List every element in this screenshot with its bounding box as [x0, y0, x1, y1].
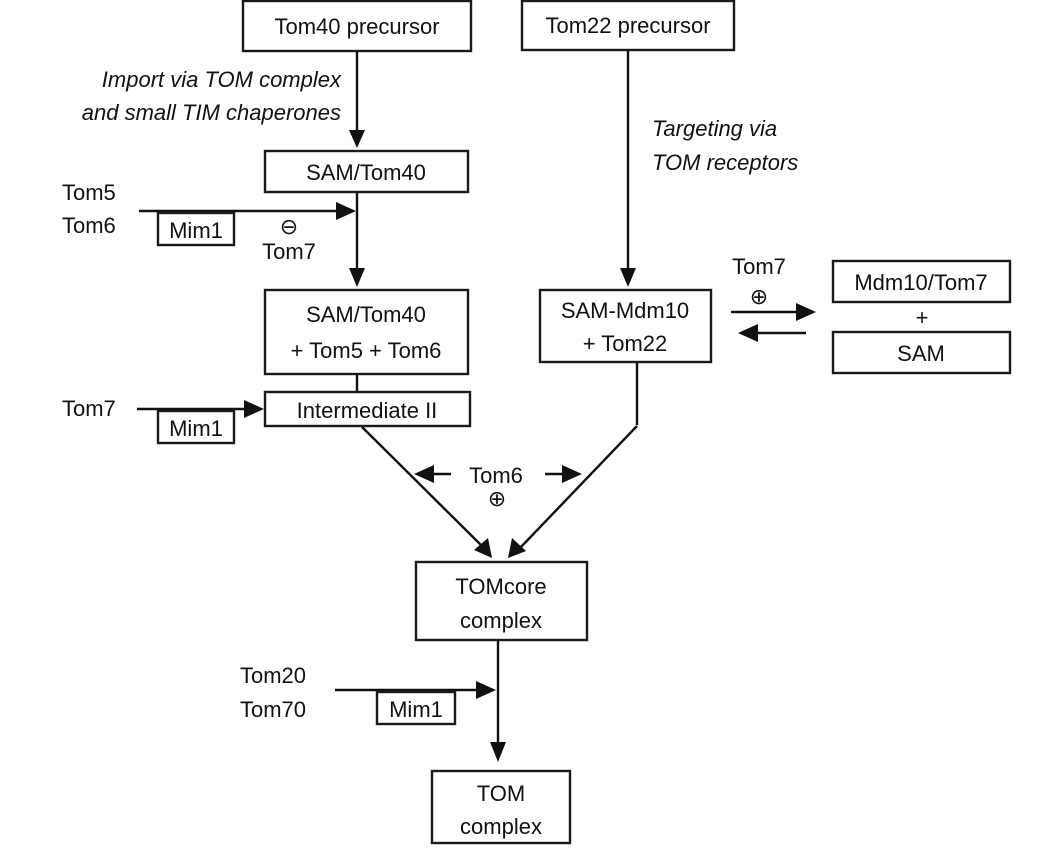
- arrowhead: [349, 268, 365, 287]
- annotation-line: Targeting via: [652, 116, 777, 141]
- node-label: TOM: [477, 781, 525, 806]
- arrowhead: [349, 130, 365, 148]
- node-mdm10-tom7: Mdm10/Tom7: [831, 259, 1012, 304]
- annotation-line: and small TIM chaperones: [82, 100, 341, 125]
- annotation-line: Import via TOM complex: [102, 67, 342, 92]
- arrowhead: [796, 303, 816, 321]
- node-label: SAM/Tom40: [306, 160, 426, 185]
- node-label: Tom40 precursor: [274, 14, 439, 39]
- arrow-left-merge: [361, 426, 485, 549]
- node-label: complex: [460, 608, 542, 633]
- arrowhead: [620, 268, 636, 287]
- label-tom5: Tom5: [62, 180, 116, 205]
- mim1-box-2: Mim1: [156, 409, 236, 445]
- annotation-targeting: Targeting via TOM receptors: [652, 116, 798, 175]
- node-label: Tom22 precursor: [545, 13, 710, 38]
- label-tom7-inhibitor: Tom7: [262, 239, 316, 264]
- label-tom7-exchange: Tom7: [732, 254, 786, 279]
- node-sam-tom40: SAM/Tom40: [263, 149, 470, 194]
- minus-icon: ⊖: [280, 214, 298, 239]
- node-label: + Tom22: [583, 331, 668, 356]
- node-label: Mdm10/Tom7: [854, 270, 987, 295]
- annotation-line: TOM receptors: [652, 150, 798, 175]
- arrowhead: [490, 742, 506, 762]
- mim1-box-3: Mim1: [375, 690, 457, 726]
- plus-sign: +: [916, 305, 929, 330]
- arrowhead: [508, 538, 526, 558]
- node-sam-tom40-tom5-tom6: SAM/Tom40 + Tom5 + Tom6: [263, 288, 470, 376]
- node-label: SAM-Mdm10: [561, 298, 689, 323]
- mim1-box-1: Mim1: [156, 211, 236, 247]
- label-tom70: Tom70: [240, 697, 306, 722]
- arrow-right-merge: [519, 425, 638, 549]
- mim1-label: Mim1: [169, 416, 223, 441]
- mim1-label: Mim1: [389, 697, 443, 722]
- node-tom-complex: TOM complex: [430, 769, 572, 845]
- plus-icon: ⊕: [750, 284, 768, 309]
- label-tom6-merge: Tom6: [469, 463, 523, 488]
- node-label: TOMcore: [455, 574, 546, 599]
- mim1-label: Mim1: [169, 218, 223, 243]
- arrowhead: [474, 538, 492, 558]
- arrowhead: [562, 465, 582, 483]
- annotation-import: Import via TOM complex and small TIM cha…: [82, 67, 342, 125]
- node-label: Intermediate II: [297, 398, 438, 423]
- input-tom20-tom70: Tom20 Tom70: [240, 663, 306, 722]
- label-tom7-input: Tom7: [62, 396, 116, 421]
- node-sam: SAM: [831, 330, 1012, 375]
- node-tom40-precursor: Tom40 precursor: [241, 0, 473, 53]
- arrowhead: [414, 465, 434, 483]
- node-label: + Tom5 + Tom6: [291, 338, 442, 363]
- node-intermediate-ii: Intermediate II: [263, 390, 472, 428]
- label-tom20: Tom20: [240, 663, 306, 688]
- arrowhead: [336, 202, 356, 220]
- label-tom6: Tom6: [62, 213, 116, 238]
- plus-icon: ⊕: [488, 486, 506, 511]
- node-tomcore-complex: TOMcore complex: [414, 560, 589, 642]
- node-label: SAM/Tom40: [306, 302, 426, 327]
- arrowhead: [476, 681, 496, 699]
- input-tom5-tom6: Tom5 Tom6: [62, 180, 116, 238]
- arrowhead: [244, 400, 264, 418]
- node-tom22-precursor: Tom22 precursor: [520, 0, 736, 52]
- node-label: complex: [460, 814, 542, 839]
- node-sam-mdm10-tom22: SAM-Mdm10 + Tom22: [538, 288, 713, 364]
- arrowhead: [738, 324, 758, 342]
- node-label: SAM: [897, 341, 945, 366]
